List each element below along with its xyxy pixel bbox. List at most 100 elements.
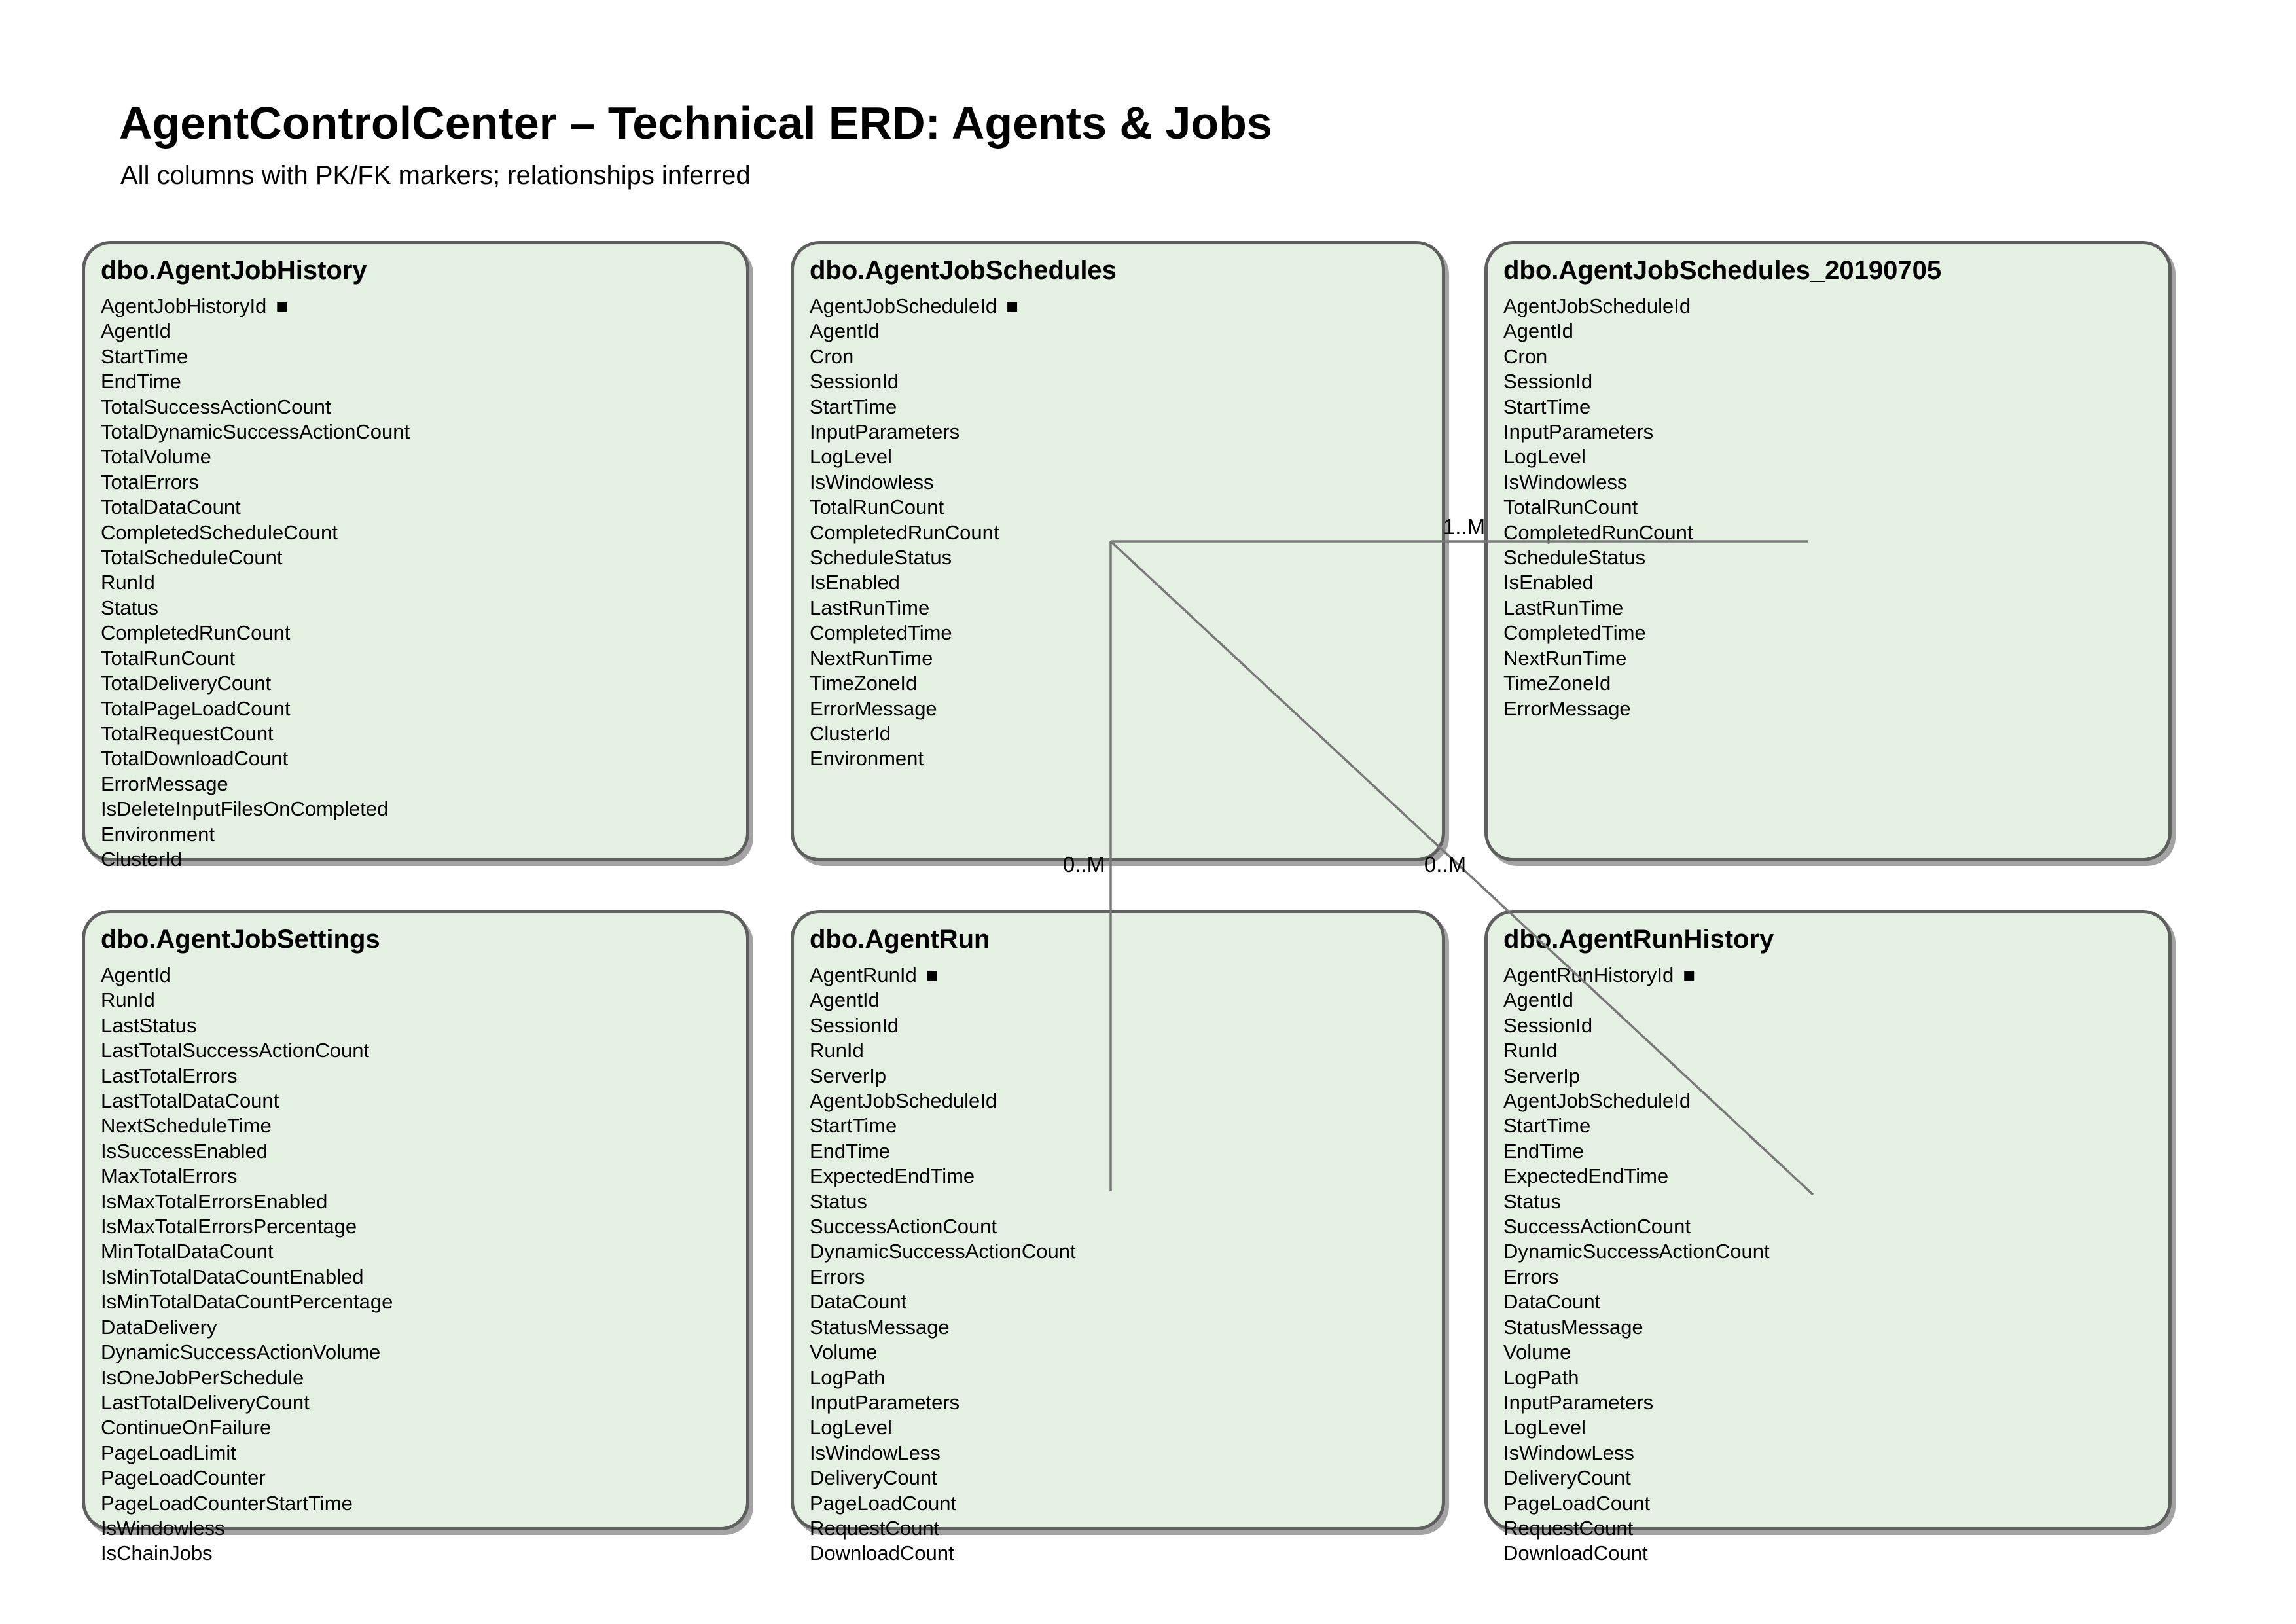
column-row: Environment (794, 746, 1442, 771)
column-name: CompletedRunCount (101, 621, 291, 645)
column-row: TotalRequestCount (85, 721, 746, 746)
column-name: MaxTotalErrors (101, 1164, 238, 1188)
column-row: LogPath (794, 1365, 1442, 1390)
column-row: ClusterId (794, 721, 1442, 746)
column-name: TotalRequestCount (101, 721, 274, 745)
column-row: StartTime (794, 395, 1442, 420)
column-row: ServerIp (794, 1064, 1442, 1089)
column-row: TotalDownloadCount (85, 746, 746, 771)
column-name: LastRunTime (810, 596, 930, 619)
column-name: AgentRunHistoryId (1503, 964, 1674, 986)
column-row: CompletedRunCount (794, 520, 1442, 545)
column-row: RunId (1488, 1038, 2168, 1063)
column-row: DataCount (1488, 1290, 2168, 1314)
entity-title: dbo.AgentJobSettings (101, 925, 380, 954)
column-row: RequestCount (1488, 1516, 2168, 1541)
column-name: TotalDownloadCount (101, 747, 289, 770)
column-name: RequestCount (810, 1516, 940, 1540)
column-row: SuccessActionCount (794, 1214, 1442, 1239)
column-row: PageLoadCount (1488, 1491, 2168, 1516)
column-row: LastTotalDeliveryCount (85, 1390, 746, 1415)
column-row: SuccessActionCount (1488, 1214, 2168, 1239)
column-name: AgentId (1503, 988, 1573, 1012)
column-name: IsMaxTotalErrorsPercentage (101, 1215, 357, 1238)
column-name: SessionId (810, 1013, 899, 1037)
column-name: RequestCount (1503, 1516, 1634, 1540)
column-row: LogLevel (1488, 1415, 2168, 1440)
column-row: DeliveryCount (1488, 1466, 2168, 1490)
column-name: CompletedTime (1503, 621, 1646, 645)
column-name: ExpectedEndTime (810, 1164, 975, 1188)
column-row: AgentId (1488, 319, 2168, 344)
column-name: LastTotalDeliveryCount (101, 1390, 310, 1414)
column-row: TotalVolume (85, 444, 746, 469)
column-name: DownloadCount (810, 1542, 954, 1565)
column-name: DeliveryCount (1503, 1466, 1631, 1490)
column-row: CompletedRunCount (85, 621, 746, 645)
column-name: AgentId (810, 319, 880, 343)
column-name: TotalDataCount (101, 496, 241, 519)
column-name: DataCount (1503, 1290, 1601, 1314)
column-row: DynamicSuccessActionCount (794, 1239, 1442, 1264)
column-name: IsWindowLess (810, 1441, 941, 1464)
column-name: Environment (810, 747, 924, 770)
column-name: IsDeleteInputFilesOnCompleted (101, 797, 389, 821)
column-name: RunId (810, 1039, 864, 1062)
column-row: StartTime (1488, 1113, 2168, 1138)
column-row: StartTime (794, 1113, 1442, 1138)
entity-title: dbo.AgentJobSchedules_20190705 (1503, 256, 1942, 285)
column-name: InputParameters (810, 1390, 960, 1414)
column-name: IsChainJobs (101, 1542, 213, 1565)
column-name: ErrorMessage (810, 696, 937, 720)
column-row: LastTotalDataCount (85, 1089, 746, 1113)
column-row: TotalDynamicSuccessActionCount (85, 420, 746, 444)
column-name: StatusMessage (810, 1315, 950, 1339)
column-row: TotalSuccessActionCount (85, 395, 746, 420)
column-name: TotalRunCount (101, 646, 236, 670)
column-row: IsDeleteInputFilesOnCompleted (85, 797, 746, 821)
column-name: SessionId (1503, 1013, 1593, 1037)
column-name: IsWindowless (810, 470, 934, 494)
column-row: AgentId (794, 988, 1442, 1013)
column-name: NextScheduleTime (101, 1114, 272, 1138)
column-row: ErrorMessage (1488, 696, 2168, 721)
column-row: AgentJobScheduleId■ (794, 294, 1442, 319)
column-name: DynamicSuccessActionCount (810, 1240, 1076, 1263)
column-row: Cron (794, 344, 1442, 369)
column-row: StatusMessage (1488, 1315, 2168, 1340)
column-name: SuccessActionCount (810, 1215, 997, 1238)
column-name: LastTotalErrors (101, 1064, 238, 1087)
column-name: Volume (810, 1341, 878, 1364)
column-row: ErrorMessage (85, 772, 746, 797)
column-name: IsSuccessEnabled (101, 1139, 268, 1163)
column-name: DownloadCount (1503, 1542, 1648, 1565)
column-row: IsOneJobPerSchedule (85, 1365, 746, 1390)
column-name: TotalRunCount (1503, 496, 1638, 519)
column-row: LogLevel (794, 444, 1442, 469)
column-name: Errors (810, 1265, 865, 1288)
column-row: TotalRunCount (794, 495, 1442, 520)
column-row: IsWindowLess (794, 1441, 1442, 1466)
column-row: TotalScheduleCount (85, 545, 746, 570)
column-row: Cron (1488, 344, 2168, 369)
column-name: TotalErrors (101, 470, 199, 494)
column-row: AgentId (85, 319, 746, 344)
column-row: RunId (85, 570, 746, 595)
entity-title: dbo.AgentRunHistory (1503, 925, 1774, 954)
column-name: EndTime (1503, 1139, 1584, 1163)
column-row: ExpectedEndTime (794, 1164, 1442, 1189)
column-row: TimeZoneId (1488, 671, 2168, 696)
column-name: DynamicSuccessActionCount (1503, 1240, 1770, 1263)
column-name: PageLoadLimit (101, 1441, 236, 1464)
column-name: RunId (101, 988, 155, 1012)
column-name: LastStatus (101, 1013, 197, 1037)
column-row: RunId (794, 1038, 1442, 1063)
column-row: TotalPageLoadCount (85, 696, 746, 721)
column-row: LastTotalSuccessActionCount (85, 1038, 746, 1063)
column-name: DataDelivery (101, 1315, 217, 1339)
